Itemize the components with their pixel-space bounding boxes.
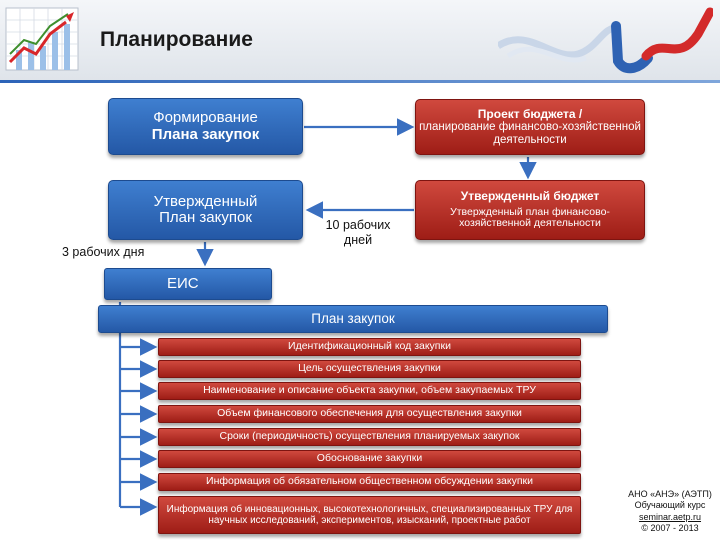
plan-item: Обоснование закупки <box>158 450 581 468</box>
approved-budget-title: Утвержденный бюджет <box>460 189 600 204</box>
footer-years: © 2007 - 2013 <box>641 522 699 533</box>
footer-course: Обучающий курс <box>634 500 706 511</box>
plan-item: Информация об инновационных, высокотехно… <box>158 496 581 534</box>
plan-item: Идентификационный код закупки <box>158 338 581 356</box>
plan-item: Сроки (периодичность) осуществления план… <box>158 428 581 446</box>
approved-plan-box: Утвержденный План закупок <box>108 180 303 240</box>
eis-box: ЕИС <box>104 268 272 300</box>
approved-plan-line1: Утвержденный <box>153 192 258 210</box>
plan-item: Наименование и описание объекта закупки,… <box>158 382 581 400</box>
plan-item: Объем финансового обеспечения для осущес… <box>158 405 581 423</box>
days-10-label: 10 рабочих дней <box>325 218 391 247</box>
form-plan-line1: Формирование <box>153 109 258 126</box>
budget-project-title: Проект бюджета / <box>477 106 583 121</box>
budget-project-text: планирование финансово-хозяйственной дея… <box>419 120 641 146</box>
budget-project-box: Проект бюджета / планирование финансово-… <box>415 99 645 155</box>
approved-plan-line2: План закупок <box>159 209 252 226</box>
plan-item: Информация об обязательном общественном … <box>158 473 581 491</box>
plan-item: Цель осуществления закупки <box>158 360 581 378</box>
growth-chart-icon <box>5 7 79 71</box>
form-plan-line2: Плана закупок <box>151 125 260 143</box>
footer-credits: АНО «АНЭ» (АЭТП) Обучающий курс seminar.… <box>620 489 720 534</box>
days-3-label: 3 рабочих дня <box>62 245 145 259</box>
procurement-plan-box: План закупок <box>98 305 608 333</box>
footer-site-link[interactable]: seminar.aetp.ru <box>638 511 702 522</box>
company-logo-icon <box>498 7 713 74</box>
header-divider <box>0 80 720 83</box>
form-plan-box: Формирование Плана закупок <box>108 98 303 155</box>
page-title: Планирование <box>100 28 253 51</box>
approved-budget-box: Утвержденный бюджет Утвержденный план фи… <box>415 180 645 240</box>
footer-org: АНО «АНЭ» (АЭТП) <box>628 489 712 499</box>
approved-budget-text: Утвержденный план финансово-хозяйственно… <box>450 205 610 230</box>
